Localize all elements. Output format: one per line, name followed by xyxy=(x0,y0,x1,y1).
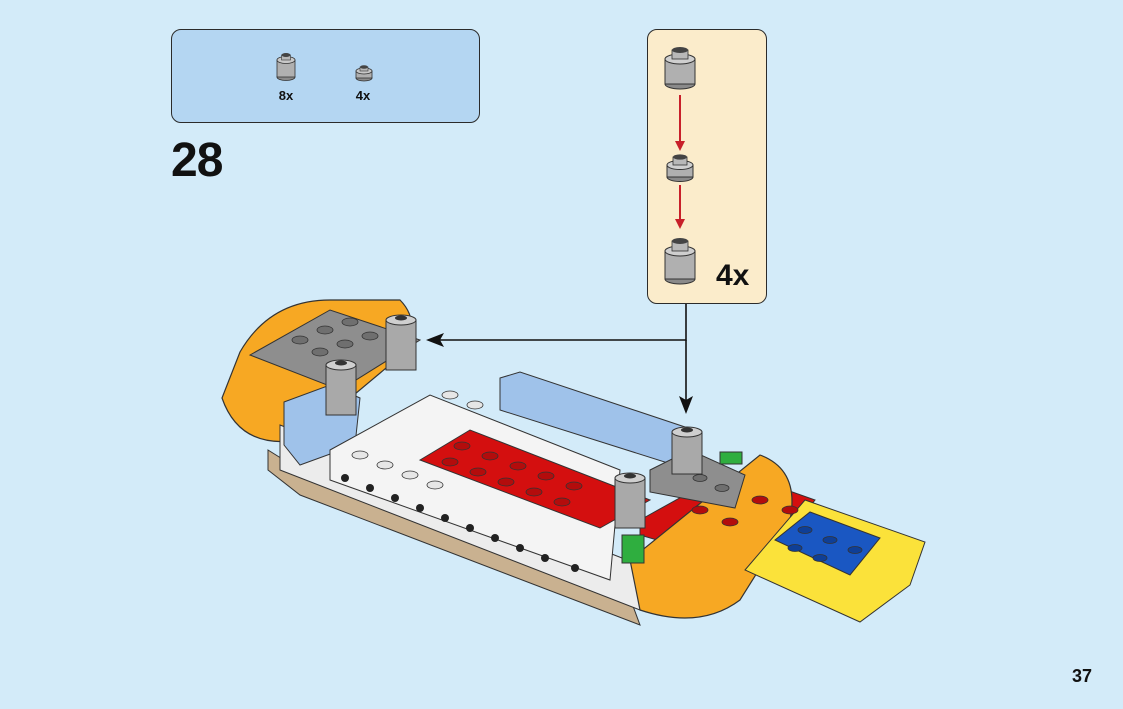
gray-studs xyxy=(291,317,730,492)
placed-round-brick-icon xyxy=(385,314,417,371)
subassembly-stack xyxy=(664,47,696,285)
page-number: 37 xyxy=(1072,666,1093,686)
step-number: 28 xyxy=(171,134,223,187)
subassembly-multiplier: 4x xyxy=(716,259,750,292)
parts-item-count: 4x xyxy=(355,88,371,103)
arrow-head-icon xyxy=(675,219,685,229)
placed-round-brick-icon xyxy=(671,426,703,475)
red-studs xyxy=(441,441,799,527)
orange-bumper-right xyxy=(629,454,793,619)
placed-round-brick-icon xyxy=(614,472,646,529)
parts-item-round-brick xyxy=(271,50,301,90)
placed-round-brick-icon xyxy=(325,359,357,416)
round-plate-1x1-gray-icon xyxy=(355,65,373,82)
arrow-head-icon xyxy=(426,333,444,347)
round-brick-1x1-gray-icon xyxy=(276,53,296,81)
parts-item-count: 8x xyxy=(278,88,294,103)
round-brick-1x1-gray-icon xyxy=(664,47,696,90)
gray-top-plate xyxy=(248,309,422,391)
white-studs xyxy=(351,390,484,490)
green-tile xyxy=(719,451,743,465)
blue-studs xyxy=(787,526,863,562)
arrow-head-icon xyxy=(675,141,685,151)
round-plate-1x1-gray-icon xyxy=(666,154,694,182)
parts-list-box xyxy=(171,29,480,123)
red-plate xyxy=(418,429,652,529)
parts-item-round-plate xyxy=(349,60,379,88)
technic-holes xyxy=(341,474,579,572)
arrow-head-icon xyxy=(679,396,693,414)
round-brick-1x1-gray-icon xyxy=(664,238,696,285)
green-tile xyxy=(621,534,645,564)
